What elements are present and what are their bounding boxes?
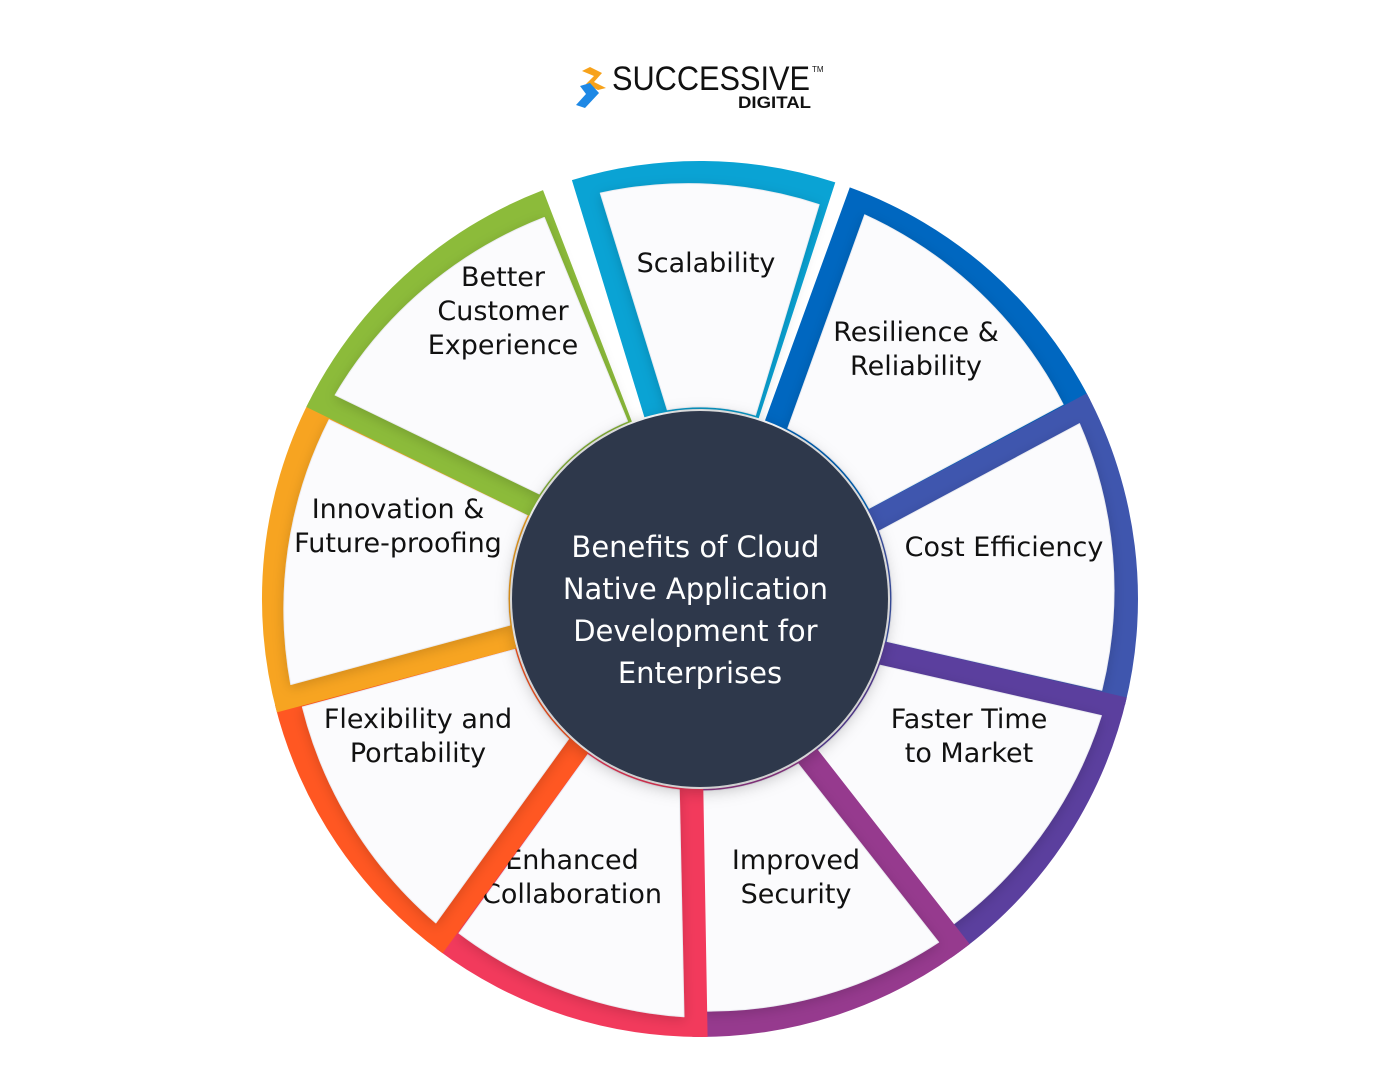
segment-innovation: Innovation &Future-proofing — [261, 400, 531, 713]
segment-label: Cost Efficiency — [905, 532, 1104, 563]
center-title-line: Native Application — [563, 572, 828, 606]
segment-card — [301, 648, 570, 924]
center-title-line: Development for — [573, 614, 817, 648]
segment-card — [700, 763, 940, 1012]
segment-label-line: Scalability — [637, 248, 776, 279]
center-title: Benefits of Cloud Native Application Dev… — [563, 530, 837, 690]
segment-card — [283, 419, 528, 685]
segment-label-line: Portability — [350, 738, 486, 769]
segment-label-line: Enhanced — [505, 845, 639, 876]
segment-card — [879, 423, 1115, 691]
center-title-line: Enterprises — [618, 656, 782, 690]
center-title-line: Benefits of Cloud — [571, 530, 819, 564]
segment-card — [812, 664, 1102, 932]
segment-label-line: Resilience & — [833, 317, 999, 348]
segment-label-line: Flexibility and — [324, 704, 512, 735]
segment-label-line: Innovation & — [312, 494, 485, 525]
segment-resilience: Resilience &Reliability — [765, 187, 1091, 513]
segment-label-line: Security — [741, 879, 852, 910]
segment-label: Scalability — [637, 248, 776, 279]
segment-label: Resilience &Reliability — [833, 317, 999, 382]
segment-card — [787, 214, 1064, 509]
segment-label-line: Faster Time — [891, 704, 1048, 735]
segment-card — [334, 217, 628, 495]
segment-label-line: Reliability — [850, 351, 982, 382]
segment-label-line: Better — [461, 262, 546, 293]
segment-label-line: Collaboration — [482, 879, 662, 910]
center-circle — [512, 411, 888, 787]
segment-label-line: Cost Efficiency — [905, 532, 1104, 563]
segment-label: Innovation &Future-proofing — [294, 494, 502, 559]
segment-label-line: to Market — [905, 738, 1034, 769]
segment-card — [599, 183, 820, 416]
segment-label-line: Customer — [437, 296, 569, 327]
segment-scalability: Scalability — [571, 160, 836, 419]
brand-subtitle: DIGITAL — [738, 93, 811, 112]
segment-cost: Cost Efficiency — [867, 393, 1138, 705]
trademark-mark: TM — [812, 65, 824, 74]
segment-card — [458, 754, 685, 1018]
brand-logo: SUCCESSIVE TM DIGITAL — [576, 60, 824, 112]
segment-label-line: Experience — [428, 330, 579, 361]
successive-logo-icon — [576, 67, 606, 108]
segment-label-line: Future-proofing — [294, 528, 502, 559]
center-hub: Benefits of Cloud Native Application Dev… — [512, 411, 888, 787]
brand-name: SUCCESSIVE — [612, 60, 810, 98]
segment-label-line: Improved — [732, 845, 860, 876]
